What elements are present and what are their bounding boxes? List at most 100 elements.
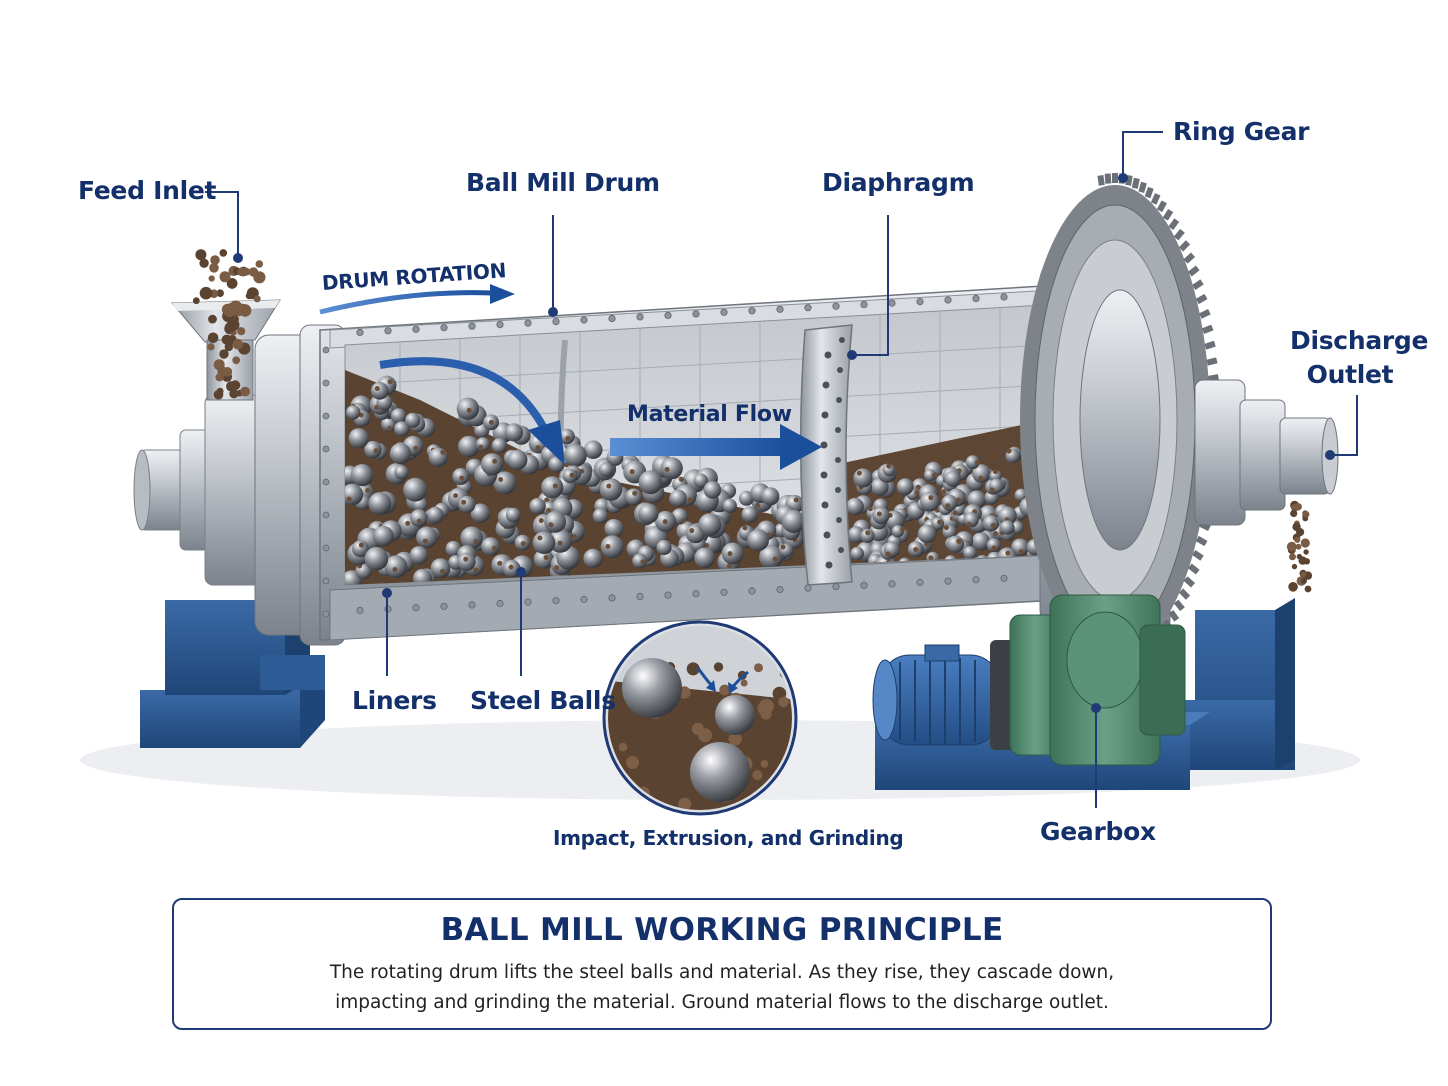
material-particle (413, 445, 419, 451)
steel-ball (917, 524, 937, 544)
feed-particle (208, 314, 217, 324)
discharge-particle (1303, 558, 1311, 565)
steel-ball (493, 471, 517, 495)
bolt (972, 576, 980, 584)
bolt (832, 583, 840, 591)
steel-ball (693, 473, 709, 488)
material-particle (629, 469, 635, 475)
drum-rotation-arrow (319, 284, 515, 315)
steel-ball (638, 470, 663, 495)
description-line-1: The rotating drum lifts the steel balls … (329, 962, 1115, 983)
ground-particle (762, 800, 776, 810)
material-particle (497, 560, 503, 566)
ground-particle (740, 679, 748, 687)
material-particle (416, 518, 422, 524)
label-ring-gear: Ring Gear (1173, 117, 1310, 146)
bolt (580, 316, 588, 324)
bolt (412, 604, 420, 612)
discharged-material (1286, 500, 1313, 593)
label-ball-mill-drum: Ball Mill Drum (466, 168, 660, 197)
gear-tooth (1195, 535, 1208, 547)
material-particle (640, 559, 646, 565)
material-particle (966, 521, 972, 527)
steel-ball (998, 506, 1017, 526)
ground-particle (660, 745, 676, 760)
charge-steel-balls-material (345, 370, 1045, 585)
material-particle (990, 522, 996, 528)
steel-ball (660, 457, 683, 480)
material-particle (742, 525, 748, 531)
ground-particle (763, 748, 775, 760)
gear-tooth (1168, 609, 1180, 622)
label-discharge-outlet-line1: Discharge (1290, 326, 1429, 355)
steel-ball (541, 476, 564, 499)
ground-particle (758, 800, 771, 810)
label-material-flow: Material Flow (627, 402, 792, 427)
steel-ball (445, 540, 462, 557)
ground-particle (698, 728, 713, 743)
discharge-particle (1286, 541, 1297, 552)
steel-ball (481, 537, 500, 556)
feed-particle (226, 381, 237, 392)
bolt (720, 308, 728, 316)
gear-tooth (1097, 175, 1105, 186)
discharge-particle (1302, 511, 1310, 518)
bolt (608, 314, 616, 323)
working-principle-description: The rotating drum lifts the steel balls … (234, 958, 1210, 1018)
ground-particle (644, 765, 657, 778)
steel-ball (458, 435, 480, 458)
steel-ball (946, 535, 965, 553)
ground-particle (669, 783, 685, 799)
material-particle (928, 495, 934, 501)
material-particle (945, 503, 951, 509)
steel-ball (656, 539, 672, 556)
steel-ball (860, 528, 875, 544)
material-particle (772, 556, 778, 562)
label-gearbox: Gearbox (1040, 817, 1156, 846)
material-particle (373, 448, 379, 454)
material-particle (956, 497, 962, 503)
discharge-particle (1303, 549, 1309, 555)
steel-ball (972, 464, 991, 483)
material-particle (876, 511, 882, 517)
steel-ball (721, 542, 744, 565)
bolt (552, 317, 560, 326)
bolt (322, 544, 330, 552)
material-particle (492, 458, 498, 464)
material-particle (727, 551, 733, 557)
bolt (888, 580, 896, 588)
feed-particle (240, 386, 251, 397)
steel-ball (882, 464, 896, 477)
material-particle (931, 472, 937, 478)
bolt (356, 328, 364, 336)
bolt (440, 602, 448, 610)
gear-tooth (1173, 599, 1185, 612)
steel-ball (384, 555, 408, 578)
bolt (972, 294, 980, 303)
bolt (944, 296, 952, 304)
gear-tooth (1173, 228, 1185, 241)
steel-ball (971, 532, 991, 551)
material-particle (535, 445, 541, 451)
material-particle (605, 544, 611, 549)
bolt (804, 304, 812, 312)
feed-particle (237, 327, 246, 336)
working-principle-title: BALL MILL WORKING PRINCIPLE (440, 912, 1004, 948)
material-particle (793, 497, 799, 503)
steel-ball (507, 449, 528, 470)
ground-particle (757, 701, 773, 716)
bolt (804, 584, 812, 592)
steel-ball (592, 508, 609, 524)
cascade-arrow (379, 357, 565, 465)
material-particle (554, 565, 560, 571)
material-particle (606, 483, 612, 489)
steel-ball (669, 489, 687, 507)
gear-tooth (1206, 357, 1218, 366)
steel-ball (632, 553, 647, 569)
gear-tooth (1195, 293, 1208, 305)
gear-tooth (1204, 340, 1216, 350)
material-particle (867, 506, 873, 512)
steel-ball (403, 477, 427, 502)
discharge-particle (1294, 536, 1301, 543)
material-particle (865, 530, 871, 536)
